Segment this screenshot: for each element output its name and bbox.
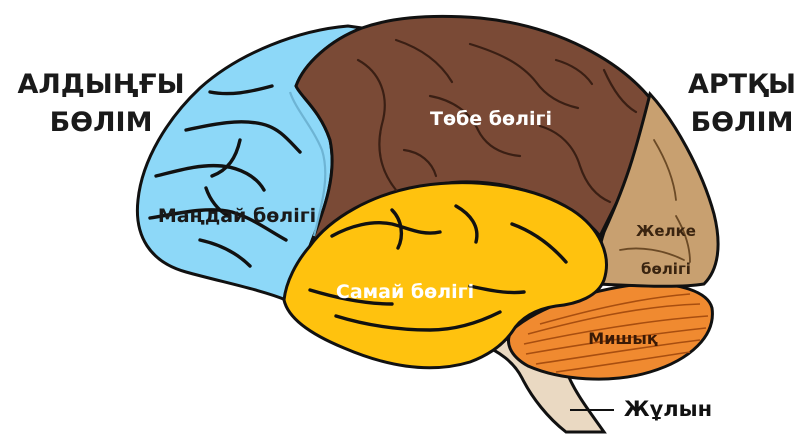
occipital-lobe-label-line1: Желке [636,222,696,240]
front-label-line1: АЛДЫҢҒЫ [8,66,194,104]
front-section-label: АЛДЫҢҒЫ БӨЛІМ [8,66,194,142]
front-label-line2: БӨЛІМ [8,104,194,142]
back-label-line2: БӨЛІМ [686,104,798,142]
cerebellum-label: Мишық [588,329,658,348]
back-section-label: АРТҚЫ БӨЛІМ [686,66,798,142]
parietal-lobe-label: Төбе бөлігі [430,108,552,130]
temporal-lobe-label: Самай бөлігі [336,281,474,303]
occipital-lobe-label-line2: бөлігі [641,260,691,278]
frontal-lobe-label: Маңдай бөлігі [158,205,316,227]
back-label-line1: АРТҚЫ [686,66,798,104]
spinal-cord-label: Жұлын [624,397,712,421]
